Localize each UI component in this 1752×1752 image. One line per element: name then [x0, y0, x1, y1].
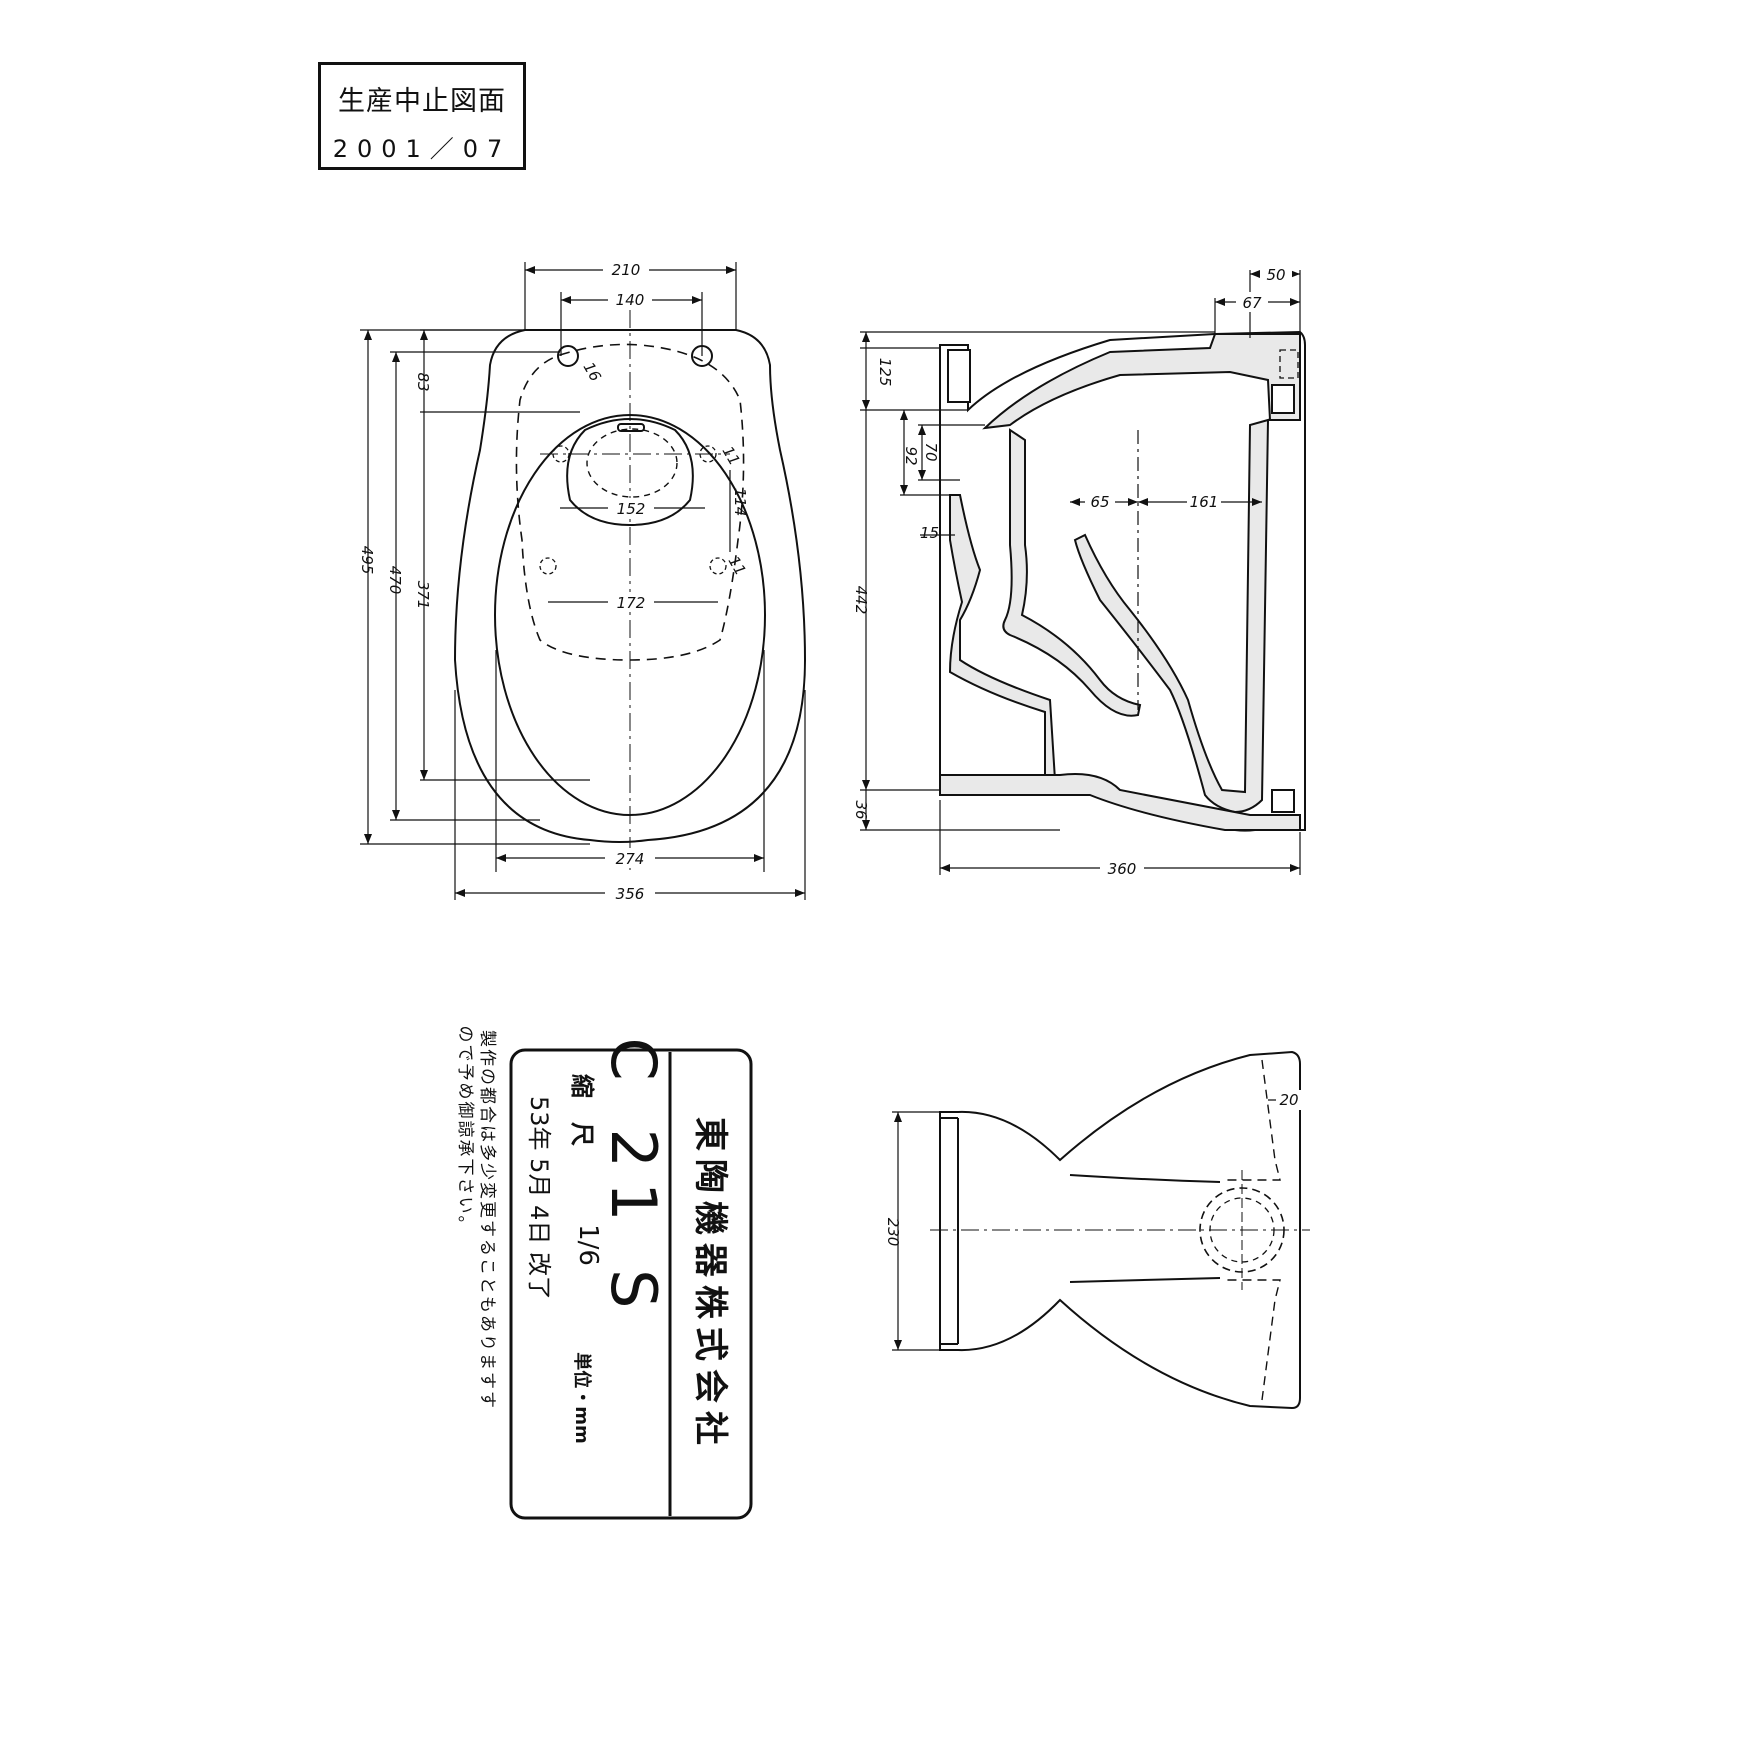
- dim-92: 92: [902, 446, 920, 465]
- dim-210: 210: [612, 261, 641, 279]
- side-view-arrowheads: [862, 270, 1300, 872]
- top-view-outlet-dashed: [586, 428, 678, 498]
- dim-114: 114: [731, 488, 749, 517]
- drawing-date: 53年 5月 4日 改了: [525, 1096, 553, 1300]
- stamp-status: 生産中止図面: [338, 86, 506, 117]
- dim-36: 36: [852, 800, 870, 819]
- dim-65: 65: [1090, 493, 1109, 511]
- dim-83: 83: [414, 372, 432, 391]
- note-line-2: ので予め御諒承下さい。: [455, 1026, 475, 1235]
- bottom-view: [892, 1050, 1310, 1410]
- side-view-base: [939, 773, 1301, 831]
- side-view-rim: [982, 333, 1301, 430]
- side-view-rear-foot: [1271, 789, 1295, 813]
- side-view-bowl-wall: [1073, 418, 1270, 814]
- company-name: 東陶機器株式会社: [690, 1117, 730, 1453]
- dim-15: 15: [920, 524, 939, 542]
- top-view-labels: 210 140 152 172 274 356 495 470 83 371 1…: [358, 258, 750, 903]
- dim-67: 67: [1242, 294, 1262, 312]
- side-view-rear-dashed: [1279, 349, 1299, 379]
- top-view-arrowheads: [364, 266, 805, 897]
- bottom-view-waist: [940, 1117, 959, 1345]
- bottom-view-inner-curve-bottom: [1069, 1277, 1221, 1283]
- hole-11-lower: 11: [725, 553, 750, 579]
- bottom-view-dashed-frame: [1222, 1059, 1281, 1401]
- scale-label: 縮 尺: [568, 1074, 596, 1146]
- dim-172: 172: [617, 594, 646, 612]
- discontinued-stamp: 生産中止図面 2001／07: [318, 62, 526, 170]
- side-note: 製作の都合は多少変更することもありますす ので予め御諒承下さい。: [455, 1026, 497, 1411]
- stamp-date: 2001／07: [332, 135, 512, 163]
- note-line-1: 製作の都合は多少変更することもありますす: [477, 1030, 497, 1410]
- scale-value: 1/6: [573, 1224, 603, 1266]
- dim-125: 125: [876, 358, 894, 387]
- dim-152: 152: [617, 500, 646, 518]
- dim-470: 470: [386, 566, 404, 595]
- side-view: [860, 270, 1306, 875]
- hole-11-upper: 11: [719, 443, 744, 469]
- dim-70: 70: [922, 442, 940, 461]
- bottom-view-arrowheads: [894, 1112, 902, 1350]
- hole-16: 16: [580, 359, 605, 385]
- side-view-spud-opening: [947, 349, 971, 403]
- top-view-bolt-hole-left: [557, 345, 579, 367]
- title-block-frame: [509, 1048, 753, 1520]
- dim-356: 356: [616, 885, 645, 903]
- model-number: C 21 S: [597, 1038, 670, 1323]
- dim-230: 230: [884, 1218, 902, 1247]
- dim-161: 161: [1190, 493, 1219, 511]
- bottom-view-labels: 230 20: [884, 1090, 1302, 1246]
- top-view-centerlines: [540, 310, 730, 870]
- title-block: 東陶機器株式会社 C 21 S 縮 尺 1/6 単位・mm 53年 5月 4日 …: [509, 1038, 753, 1520]
- dim-140: 140: [616, 291, 645, 309]
- top-view: [360, 262, 807, 900]
- dim-495: 495: [358, 546, 376, 575]
- dim-360: 360: [1108, 860, 1137, 878]
- bottom-view-inner-curve-top: [1069, 1174, 1221, 1183]
- dim-50: 50: [1266, 266, 1285, 284]
- dim-20: 20: [1279, 1091, 1298, 1109]
- unit-label: 単位・mm: [571, 1352, 593, 1444]
- dim-442: 442: [852, 586, 870, 615]
- top-view-outlet-slot: [617, 423, 645, 432]
- side-view-labels: 50 67 125 92 70 65 161 15 442 36 360: [852, 264, 1292, 878]
- side-view-trapway: [1002, 428, 1142, 717]
- top-view-outer-rim: [453, 329, 807, 843]
- side-view-rear-opening: [1271, 384, 1295, 414]
- dim-274: 274: [616, 850, 645, 868]
- dim-371: 371: [414, 581, 432, 610]
- top-view-seat-dashed: [515, 343, 745, 661]
- top-view-dimension-lines: [360, 262, 806, 900]
